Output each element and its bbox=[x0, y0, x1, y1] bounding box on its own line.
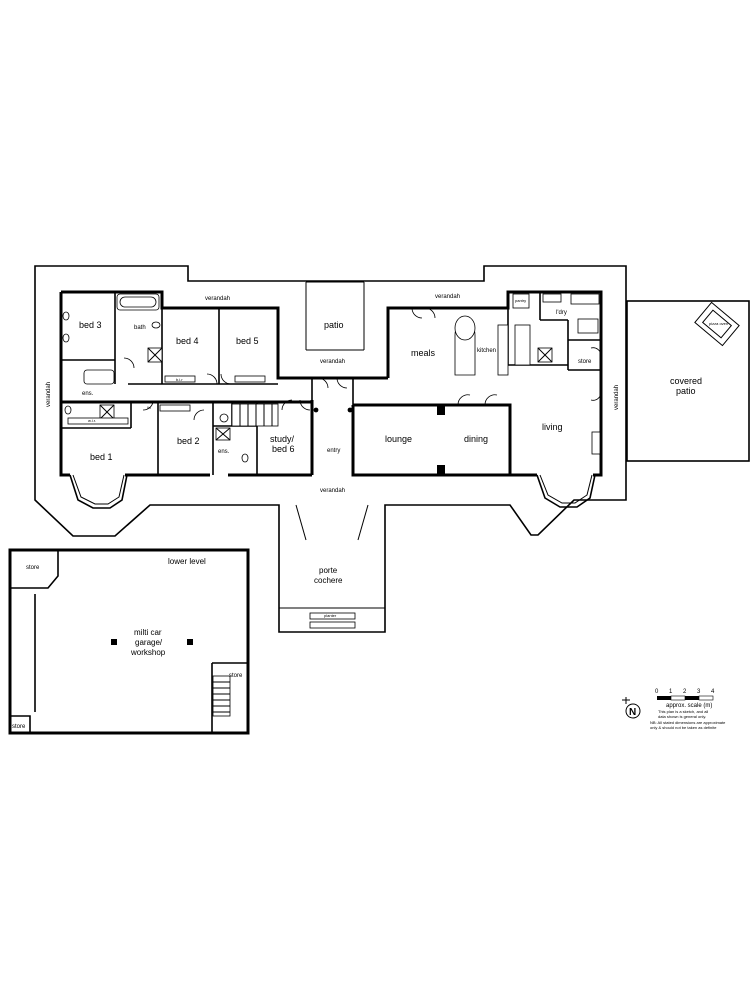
room-bath: bath bbox=[134, 325, 146, 331]
room-kitchen: kitchen bbox=[477, 348, 496, 354]
scale-tick-4: 4 bbox=[711, 689, 715, 695]
verandah-top-left: verandah bbox=[205, 296, 230, 302]
verandah-left: verandah bbox=[46, 382, 52, 407]
scale-tick-3: 3 bbox=[697, 689, 701, 695]
garage-line2: garage/ bbox=[135, 638, 163, 647]
room-lounge: lounge bbox=[385, 434, 412, 444]
room-patio: patio bbox=[324, 320, 344, 330]
scale-bar: 0 1 2 3 4 approx. scale (m) This plan is… bbox=[650, 689, 726, 730]
scale-tick-0: 0 bbox=[655, 689, 659, 695]
verandah-top-right: verandah bbox=[435, 294, 460, 300]
scale-note-4: only & should not be taken as definite bbox=[650, 725, 717, 730]
north-arrow-icon: N bbox=[622, 697, 641, 719]
room-labels: bed 3 bath bed 4 bed 5 patio meals kitch… bbox=[79, 298, 728, 618]
north-label: N bbox=[629, 707, 636, 718]
covered-patio bbox=[626, 300, 750, 462]
room-store: store bbox=[578, 359, 592, 365]
room-dining: dining bbox=[464, 434, 488, 444]
room-bed5: bed 5 bbox=[236, 336, 259, 346]
lower-level bbox=[8, 548, 250, 735]
fixtures bbox=[62, 293, 602, 475]
room-ens1: ens. bbox=[82, 391, 94, 397]
lower-level-labels: lower level store milti car garage/ work… bbox=[12, 557, 243, 730]
label-pizza-oven: pizza oven bbox=[709, 321, 728, 326]
scale-tick-2: 2 bbox=[683, 689, 687, 695]
room-bed1: bed 1 bbox=[90, 452, 113, 462]
room-porte-cochere-line2: cochere bbox=[314, 576, 343, 585]
label-lin: lin bbox=[147, 405, 151, 410]
label-pantry: pantry bbox=[515, 298, 526, 303]
room-porte-cochere-line1: porte bbox=[319, 566, 338, 575]
lower-store-top: store bbox=[26, 565, 40, 571]
verandah-bottom: verandah bbox=[320, 488, 345, 494]
verandah-middle: verandah bbox=[320, 359, 345, 365]
scale-note-1: This plan is a sketch, and all bbox=[658, 709, 708, 714]
lower-level-title: lower level bbox=[168, 557, 206, 566]
room-study-line2: bed 6 bbox=[272, 444, 295, 454]
room-meals: meals bbox=[411, 348, 436, 358]
room-bed4: bed 4 bbox=[176, 336, 199, 346]
label-wir: w.i.r. bbox=[88, 418, 96, 423]
room-laundry: l'dry bbox=[556, 310, 567, 316]
scale-label: approx. scale (m) bbox=[666, 703, 712, 709]
room-living: living bbox=[542, 422, 563, 432]
room-ens2: ens. bbox=[218, 449, 230, 455]
verandah-right: verandah bbox=[614, 385, 620, 410]
room-bed2: bed 2 bbox=[177, 436, 200, 446]
room-bed3: bed 3 bbox=[79, 320, 102, 330]
garage-line3: workshop bbox=[130, 648, 166, 657]
room-covered-patio-line1: covered bbox=[670, 376, 702, 386]
label-bir: b.i.r bbox=[176, 377, 183, 382]
verandah-labels: verandah verandah verandah verandah vera… bbox=[46, 294, 620, 494]
lower-store-bottom: store bbox=[12, 724, 26, 730]
room-entry: entry bbox=[327, 448, 340, 454]
room-covered-patio-line2: patio bbox=[676, 386, 696, 396]
garage-line1: milti car bbox=[134, 628, 162, 637]
scale-note-3: NB: All stated dimensions are approximat… bbox=[650, 720, 726, 725]
room-study-line1: study/ bbox=[270, 434, 295, 444]
scale-tick-1: 1 bbox=[669, 689, 673, 695]
verandah-outline bbox=[34, 265, 627, 633]
lower-store-stairs: store bbox=[229, 673, 243, 679]
scale-note-2: data shown is general only. bbox=[658, 714, 706, 719]
label-planter: planter bbox=[324, 613, 337, 618]
house-walls bbox=[59, 290, 603, 509]
